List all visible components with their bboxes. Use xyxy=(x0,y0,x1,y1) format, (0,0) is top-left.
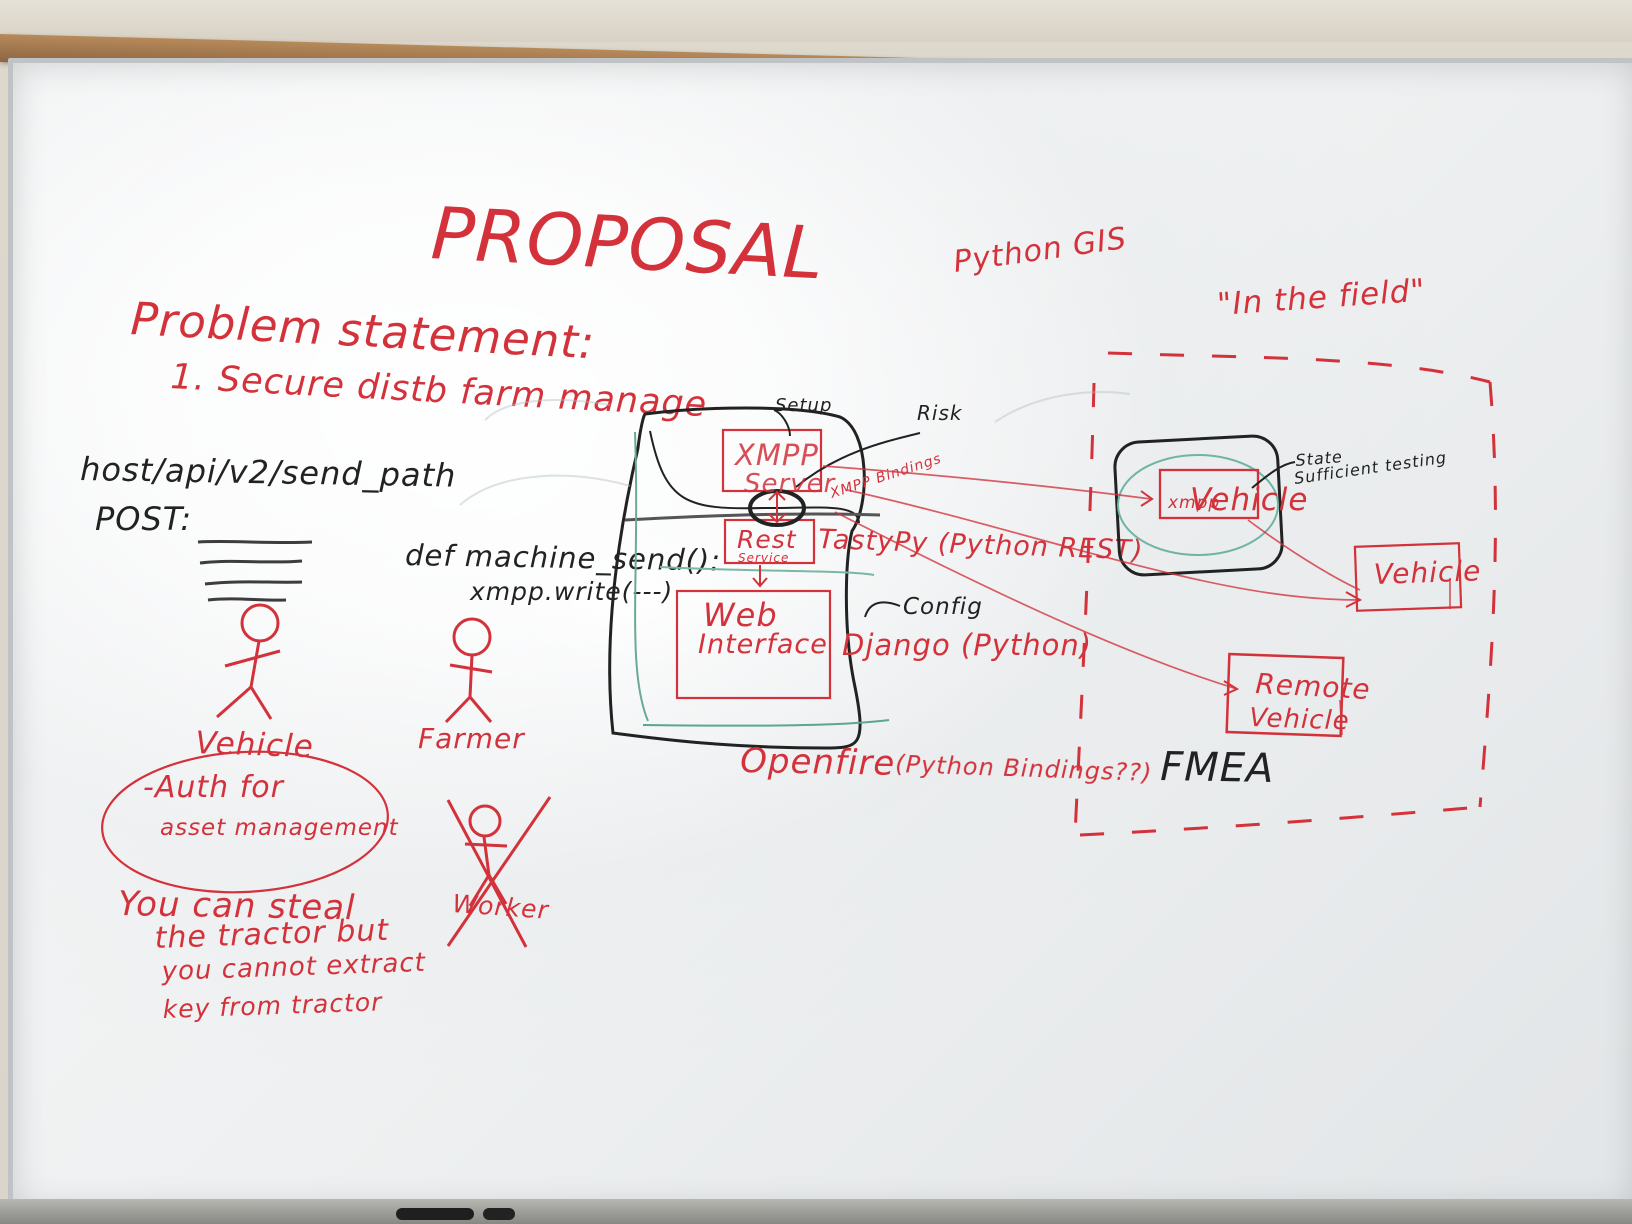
field-dashed-boundary xyxy=(1073,351,1497,837)
connector-arrowheads xyxy=(1140,490,1363,696)
auth-note-line1: -Auth for xyxy=(143,770,285,805)
web-interface-line2: Interface xyxy=(698,629,828,660)
worker-actor-label: Worker xyxy=(452,889,551,925)
config-note: Config xyxy=(903,594,983,620)
state-note-line1: State xyxy=(1295,447,1344,470)
django-label: Django (Python) xyxy=(842,628,1092,662)
vehicle-node-swirl xyxy=(1117,454,1279,556)
xmpp-bindings-note: XMPP Bindings xyxy=(827,451,943,502)
xmpp-server-line1: XMPP xyxy=(733,438,819,472)
remote-vehicle-line1: Remote xyxy=(1255,667,1372,706)
field-connectors xyxy=(822,465,1451,736)
vehicle-node-label: Vehicle xyxy=(1190,482,1308,518)
marker-tray xyxy=(0,1199,1632,1224)
steal-note-line1: You can steal xyxy=(118,884,356,928)
openfire-label: Openfire xyxy=(740,741,896,784)
vehicle-stick-figure xyxy=(216,603,281,720)
auth-note-line2: asset management xyxy=(160,815,399,841)
rest-service-line1: Rest xyxy=(737,525,797,554)
whiteboard-surface xyxy=(8,58,1632,1224)
auth-note-bubble xyxy=(101,750,389,894)
vehicle-actor-label: Vehicle xyxy=(195,725,315,765)
black-marker xyxy=(396,1208,474,1220)
setup-note: Setup xyxy=(775,395,832,416)
rest-service-line2: Service xyxy=(738,551,789,565)
vehicle-node-xmpp: xmpp xyxy=(1167,493,1220,513)
vehicle2-label: Vehicle xyxy=(1373,554,1482,591)
vehicle-node-outline xyxy=(1113,434,1284,577)
steal-note-line4: key from tractor xyxy=(162,987,383,1024)
farmer-actor-label: Farmer xyxy=(418,722,525,755)
remote-vehicle-line2: Vehicle xyxy=(1249,703,1350,736)
openfire-note: (Python Bindings??) xyxy=(895,750,1153,787)
faint-erased-marks xyxy=(459,391,1131,506)
proposal-title: PROPOSAL xyxy=(429,191,826,295)
steal-note-line2: the tractor but xyxy=(154,913,390,956)
farmer-stick-figure xyxy=(444,617,493,724)
risk-note: Risk xyxy=(917,401,963,425)
vehicle-inner-box xyxy=(1158,468,1260,520)
xmpp-server-line2: Server xyxy=(744,469,837,499)
worker-stick-figure-crossed xyxy=(446,796,552,948)
signal-lines xyxy=(197,539,313,602)
wall-top xyxy=(0,0,1632,42)
python-gis-note: Python GIS xyxy=(951,221,1129,280)
tastypie-label: TastyPy (Python REST) xyxy=(818,524,1144,566)
architecture-stack xyxy=(608,406,921,750)
marker-cap xyxy=(483,1208,515,1220)
fmea-label: FMEA xyxy=(1160,744,1275,792)
problem-statement-item: 1. Secure distb farm manage xyxy=(170,357,709,425)
code-write-line: xmpp.write(---) xyxy=(469,577,673,606)
api-endpoint-text: host/api/v2/send_path xyxy=(80,450,457,495)
code-function-line: def machine_send(): xyxy=(405,538,721,578)
post-label: POST: xyxy=(95,500,192,538)
web-interface-line1: Web xyxy=(703,596,778,634)
in-the-field-label: "In the field" xyxy=(1216,273,1427,323)
state-note-pointer xyxy=(1251,461,1296,489)
vehicle2-node xyxy=(1353,542,1463,612)
